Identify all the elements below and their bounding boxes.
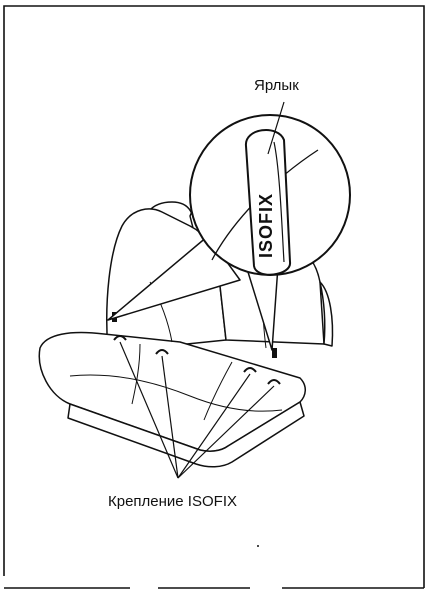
tag-text: ISOFIX	[256, 193, 276, 258]
tag-callout-label: Ярлык	[254, 77, 299, 94]
anchor-callout-label: Крепление ISOFIX	[108, 493, 237, 510]
isofix-tag: ISOFIX	[246, 130, 290, 275]
speck	[257, 545, 259, 547]
